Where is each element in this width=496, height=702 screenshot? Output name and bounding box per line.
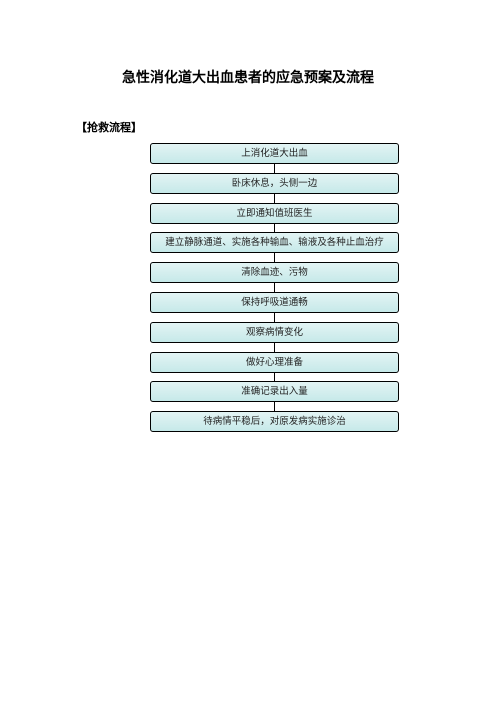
flow-connector bbox=[274, 253, 275, 263]
flow-connector bbox=[274, 372, 275, 382]
flowchart: 上消化道大出血 卧床休息，头侧一边 立即通知值班医生 建立静脉通道、实施各种输血… bbox=[150, 143, 399, 433]
flow-connector bbox=[274, 402, 275, 412]
flow-connector bbox=[274, 312, 275, 322]
flow-step-5: 清除血迹、污物 bbox=[150, 262, 399, 284]
flow-connector bbox=[274, 223, 275, 233]
document-title: 急性消化道大出血患者的应急预案及流程 bbox=[122, 70, 374, 86]
flow-connector bbox=[274, 342, 275, 352]
flow-step-3: 立即通知值班医生 bbox=[150, 202, 399, 224]
flow-step-4: 建立静脉通道、实施各种输血、输液及各种止血治疗 bbox=[150, 232, 399, 254]
flow-step-10: 待病情平稳后，对原发病实施诊治 bbox=[150, 411, 399, 433]
flow-connector bbox=[274, 164, 275, 173]
section-label: 【抢救流程】 bbox=[76, 121, 142, 134]
flow-step-2: 卧床休息，头侧一边 bbox=[150, 172, 399, 194]
flow-step-7: 观察病情变化 bbox=[150, 321, 399, 343]
flow-step-8: 做好心理准备 bbox=[150, 351, 399, 373]
flow-step-6: 保持呼吸道通畅 bbox=[150, 291, 399, 313]
flow-connector bbox=[274, 193, 275, 203]
flow-step-1: 上消化道大出血 bbox=[150, 143, 399, 164]
flow-step-9: 准确记录出入量 bbox=[150, 381, 399, 403]
flow-connector bbox=[274, 283, 275, 292]
